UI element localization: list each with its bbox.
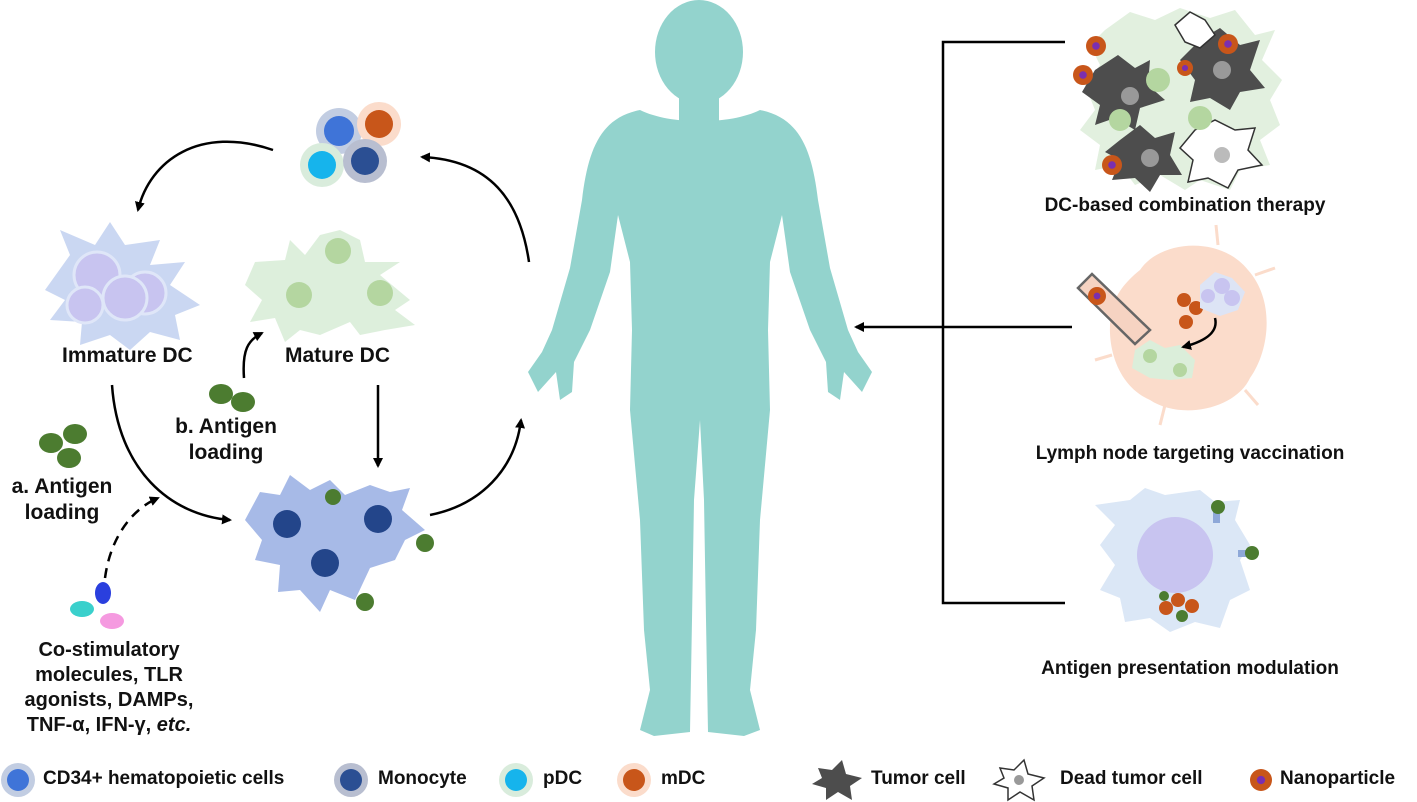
pdc-icon (499, 763, 533, 797)
nanoparticle-icon (1250, 769, 1272, 791)
dead-tumor-cell-icon (992, 758, 1046, 802)
legend-nanoparticle-label: Nanoparticle (1280, 768, 1396, 789)
combination-therapy-cluster (1073, 8, 1282, 192)
mature-dc-label: Mature DC (285, 344, 391, 367)
legend-mdc-label: mDC (661, 768, 706, 789)
legend-pdc-label: pDC (543, 768, 583, 789)
legend-monocyte-label: Monocyte (378, 768, 467, 789)
strategy-bracket (854, 40, 1072, 605)
monocyte-icon (334, 763, 368, 797)
immature-dc-label: Immature DC (62, 344, 193, 367)
legend-icons (1, 758, 1272, 802)
immature-dc-cluster (45, 222, 200, 350)
antigen-loading-a-label: a. Antigen loading (11, 475, 113, 524)
costimulatory-text: Co-stimulatory molecules, TLR agonists, … (24, 639, 194, 736)
cycle-arrows (103, 140, 531, 579)
lymph-node-vaccination (1076, 224, 1276, 426)
human-body-silhouette (528, 0, 872, 736)
activated-dc-cluster (245, 475, 434, 612)
mature-dc-cluster (245, 230, 415, 342)
antigen-loading-b-label: b. Antigen loading (175, 415, 277, 464)
cd34-cell-icon (1, 763, 35, 797)
costimulatory-label: Co-stimulatory molecules, TLR agonists, … (0, 638, 218, 738)
precursor-cell-cluster (300, 102, 401, 187)
legend-cd34-label: CD34+ hematopoietic cells (43, 768, 285, 789)
antigen-pair-b (209, 384, 255, 412)
costimulatory-molecules (70, 582, 124, 629)
antigen-presentation-label: Antigen presentation modulation (1041, 658, 1339, 679)
tumor-cell-icon (812, 760, 862, 800)
antigen-presentation-dc (1095, 488, 1259, 632)
mdc-icon (617, 763, 651, 797)
legend-dead-tumor-cell-label: Dead tumor cell (1060, 768, 1203, 789)
lymph-node-vaccination-label: Lymph node targeting vaccination (1035, 443, 1345, 464)
antigen-pair-a (39, 424, 87, 468)
costimulatory-etc: etc. (156, 714, 192, 736)
dc-combination-therapy-label: DC-based combination therapy (1044, 195, 1326, 216)
legend-tumor-cell-label: Tumor cell (871, 768, 966, 789)
